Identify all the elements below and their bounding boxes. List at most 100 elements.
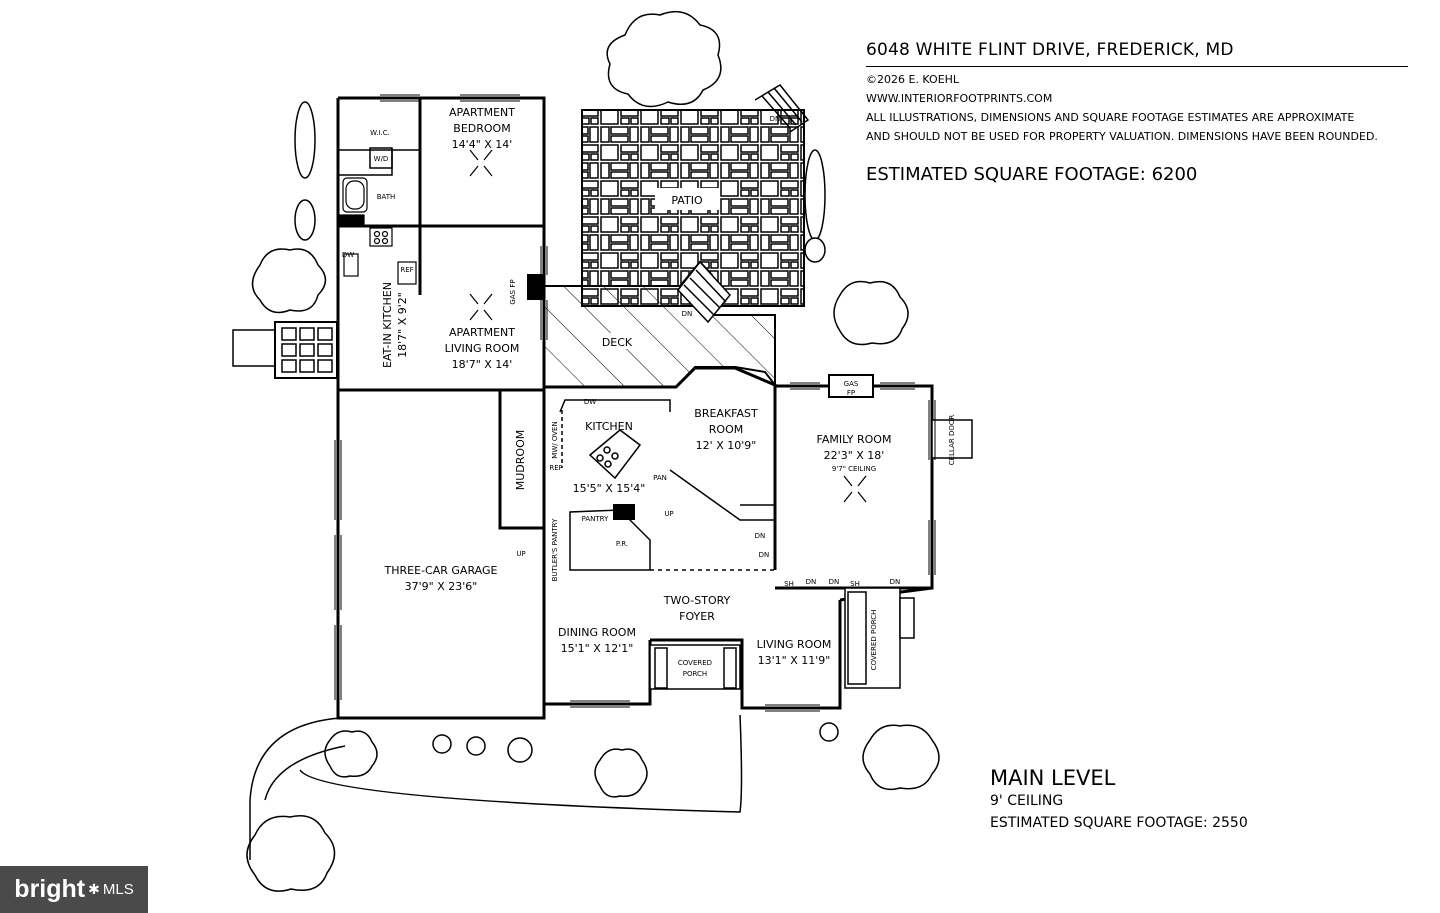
apt-bedroom-dims: 14'4" X 14' <box>452 138 513 151</box>
gas-label: GAS <box>844 380 859 388</box>
plan-header: 6048 WHITE FLINT DRIVE, FREDERICK, MD ©2… <box>866 40 1416 185</box>
kitchen-label: KITCHEN <box>585 420 633 433</box>
tree-icon <box>606 10 722 108</box>
sh-label: SH <box>850 580 860 588</box>
covered-porch-label: COVERED <box>678 659 712 667</box>
title-rule <box>866 66 1408 67</box>
copyright: ©2026 E. KOEHL <box>866 73 960 86</box>
dw-label: DW <box>342 251 354 259</box>
kitchen-dims: 15'5" X 15'4" <box>573 482 646 495</box>
dining-room-dims: 15'1" X 12'1" <box>561 642 634 655</box>
level-title: MAIN LEVEL <box>990 766 1116 790</box>
dn-label: DN <box>890 578 901 586</box>
shrub-icon <box>507 737 533 763</box>
family-room-dims: 22'3" X 18' <box>824 449 885 462</box>
address-title: 6048 WHITE FLINT DRIVE, FREDERICK, MD <box>866 40 1234 60</box>
tree-icon <box>246 815 336 892</box>
family-room-label: FAMILY ROOM <box>817 433 892 446</box>
shrub-icon <box>294 199 316 241</box>
dn-label: DN <box>759 551 770 559</box>
disclaimer-line-1: ALL ILLUSTRATIONS, DIMENSIONS AND SQUARE… <box>866 111 1355 124</box>
mls-brand: bright <box>14 875 86 903</box>
wic-label: W.I.C. <box>370 129 390 137</box>
up-label: UP <box>516 550 525 558</box>
room-labels: APARTMENT BEDROOM 14'4" X 14' W.I.C. W/D… <box>342 106 956 678</box>
covered-porch-label: PORCH <box>683 670 707 678</box>
foyer-label: TWO-STORY <box>663 594 731 607</box>
dn-label: DN <box>829 578 840 586</box>
living-room-label: LIVING ROOM <box>757 638 832 651</box>
dn-label: DN <box>682 310 693 318</box>
wd-label: W/D <box>374 155 389 163</box>
apt-living-dims: 18'7" X 14' <box>452 358 513 371</box>
breakfast-label: BREAKFAST <box>694 407 758 420</box>
fireplaces <box>527 274 874 520</box>
tree-icon <box>594 748 648 798</box>
side-stoop <box>232 321 338 379</box>
kitchen-ref-label: REF <box>549 464 562 472</box>
pantry-label: PANTRY <box>582 515 609 523</box>
windows <box>334 94 936 712</box>
fp-label: FP <box>847 389 855 397</box>
pan-label: PAN <box>653 474 667 482</box>
total-square-footage: ESTIMATED SQUARE FOOTAGE: 6200 <box>866 164 1198 185</box>
cellar-door-label: CELLAR DOOR <box>948 415 956 466</box>
dn-label: DN <box>770 115 781 123</box>
mls-mark-icon: ✱ <box>88 881 100 898</box>
tree-icon <box>862 724 940 791</box>
garage-dims: 37'9" X 23'6" <box>405 580 478 593</box>
family-room-ceiling: 9'7" CEILING <box>832 465 876 473</box>
up-label: UP <box>664 510 673 518</box>
sh-label: SH <box>784 580 794 588</box>
shrub-icon <box>466 736 486 756</box>
eat-in-kitchen-label: EAT-IN KITCHEN <box>381 282 394 368</box>
dining-room-label: DINING ROOM <box>558 626 636 639</box>
shrub-icon <box>804 237 826 263</box>
breakfast-dims: 12' X 10'9" <box>696 439 757 452</box>
shrub-icon <box>432 734 452 754</box>
disclaimer-line-2: AND SHOULD NOT BE USED FOR PROPERTY VALU… <box>866 130 1378 143</box>
tree-icon <box>251 248 327 314</box>
living-room-dims: 13'1" X 11'9" <box>758 654 831 667</box>
mls-suffix: MLS <box>102 881 134 898</box>
kitchen-island <box>588 429 642 480</box>
landscaping <box>246 10 940 892</box>
mudroom-label: MUDROOM <box>514 430 527 490</box>
tree-icon <box>324 730 378 778</box>
patio-stairs <box>754 84 810 133</box>
tree-icon <box>833 280 909 346</box>
level-ceiling: 9' CEILING <box>990 793 1064 809</box>
front-covered-porch <box>649 644 741 690</box>
dn-label: DN <box>755 532 766 540</box>
apt-stove <box>343 227 417 285</box>
breakfast-label: ROOM <box>709 423 743 436</box>
apt-gas-fp-label: GAS FP <box>509 279 517 304</box>
level-square-footage: ESTIMATED SQUARE FOOTAGE: 2550 <box>990 815 1248 831</box>
dn-label: DN <box>806 578 817 586</box>
driveway <box>249 714 743 860</box>
ref-label: REF <box>400 266 413 274</box>
deck-label: DECK <box>602 336 633 349</box>
bathtub <box>337 177 368 226</box>
walls <box>336 96 934 720</box>
shrub-icon <box>819 722 839 742</box>
deck-stairs <box>677 260 731 324</box>
patio-label: PATIO <box>671 194 703 207</box>
foyer-label: FOYER <box>679 610 715 623</box>
apt-living-label: APARTMENT <box>449 326 515 339</box>
butlers-pantry-label: BUTLER'S PANTRY <box>551 518 559 581</box>
level-info: MAIN LEVEL 9' CEILING ESTIMATED SQUARE F… <box>990 766 1248 834</box>
side-covered-porch-label: COVERED PORCH <box>870 610 878 671</box>
apt-living-label: LIVING ROOM <box>445 342 520 355</box>
powder-room-label: P.R. <box>616 540 628 548</box>
website: WWW.INTERIORFOOTPRINTS.COM <box>866 92 1053 105</box>
side-covered-porch <box>844 587 915 689</box>
eat-in-kitchen-dims: 18'7" X 9'2" <box>396 292 409 358</box>
interior-walls <box>338 147 776 571</box>
shrub-icon <box>294 101 316 179</box>
apt-bedroom-label: APARTMENT <box>449 106 515 119</box>
cellar-door <box>931 419 973 459</box>
apt-bedroom-label: BEDROOM <box>453 122 510 135</box>
bright-mls-logo: bright ✱ MLS <box>0 866 148 913</box>
